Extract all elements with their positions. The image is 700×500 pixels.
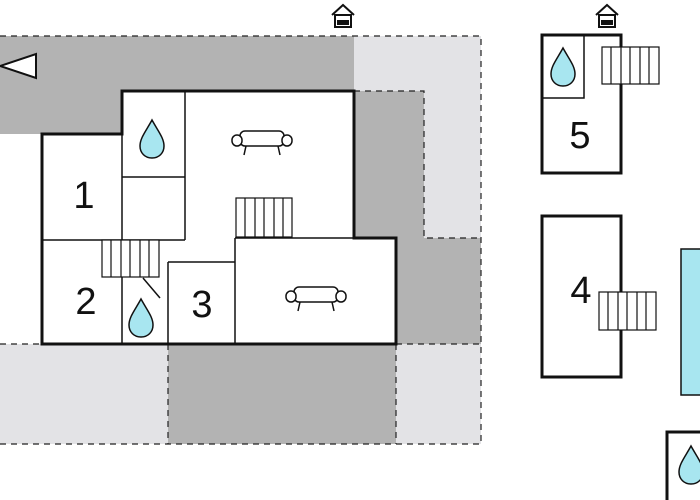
main-house xyxy=(40,89,398,346)
terrace-light-right xyxy=(424,91,481,238)
terrace-light-east xyxy=(396,238,481,344)
direction-arrow-icon xyxy=(0,52,37,80)
room-number-3: 3 xyxy=(191,284,212,326)
room-number-5: 5 xyxy=(569,115,590,157)
terrace-light-bottom-right xyxy=(396,344,481,444)
terrace-dark-right xyxy=(354,91,424,238)
house-entrance-icon xyxy=(331,4,355,28)
terrace-light-top-right xyxy=(354,36,481,91)
terrace-light-bottom-left xyxy=(0,344,168,444)
stairs-icon xyxy=(598,291,657,331)
room-number-4: 4 xyxy=(570,270,591,312)
stairs-icon xyxy=(235,197,293,238)
stairs-icon xyxy=(601,46,660,85)
terrace-areas xyxy=(0,35,482,445)
house-entrance-icon xyxy=(595,4,619,28)
room-number-2: 2 xyxy=(75,281,96,323)
pool xyxy=(680,248,700,396)
stairs-icon xyxy=(101,239,160,278)
room-number-1: 1 xyxy=(73,175,94,217)
terrace-dark-bottom xyxy=(168,344,396,444)
